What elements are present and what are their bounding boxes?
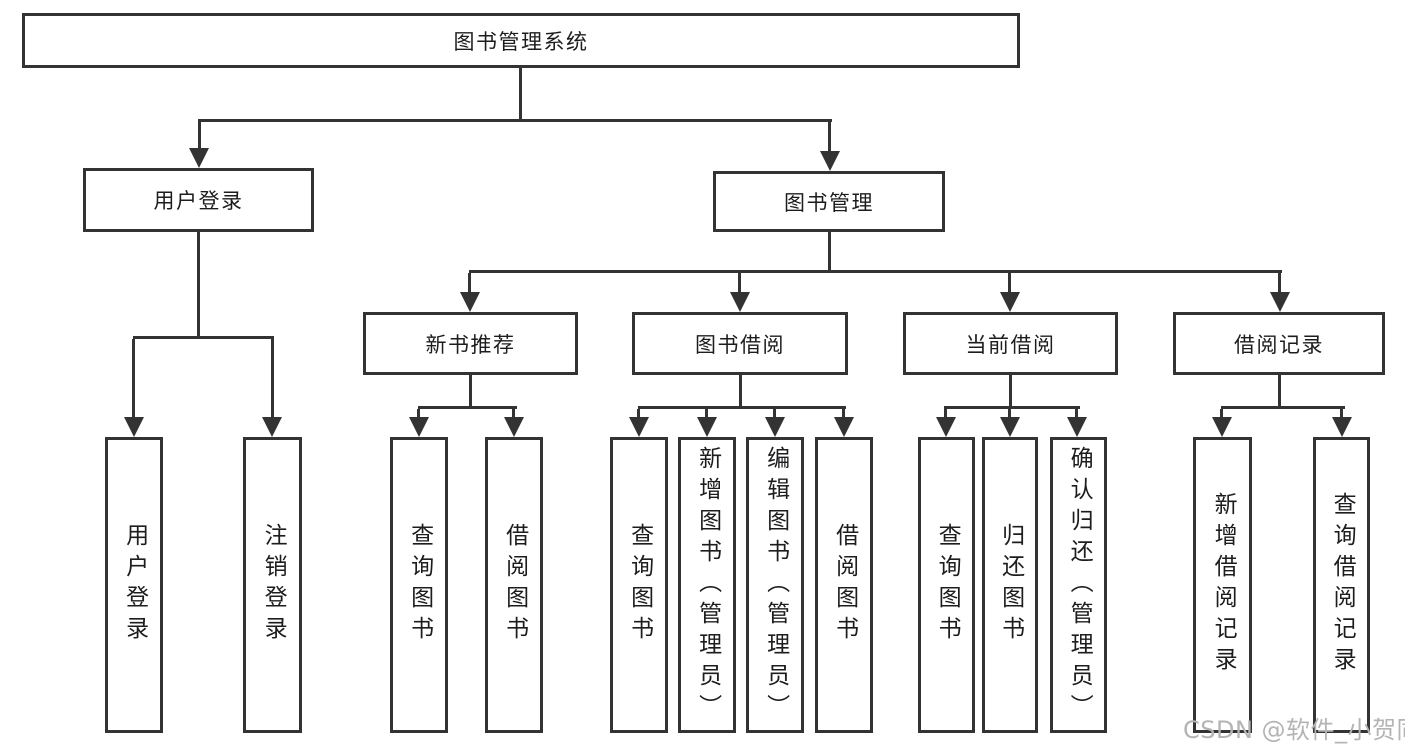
arrow-down-icon [460,292,480,312]
connector-line [1340,409,1343,417]
connector-line [828,232,831,270]
arrow-down-icon [189,148,209,168]
arrow-down-icon [730,292,750,312]
leaf-return-books: 归还图书 [982,437,1038,733]
connector-line [133,336,274,339]
arrow-down-icon [1270,292,1290,312]
connector-line [944,409,947,417]
leaf-add-book-admin: 新增图书（管理员） [678,437,736,733]
connector-line [198,122,201,148]
connector-line [519,68,522,119]
connector-line [1008,273,1011,292]
connector-line [842,409,845,417]
connector-line [417,409,420,417]
connector-line [739,375,742,408]
arrow-down-icon [504,417,524,437]
connector-line [944,406,1080,409]
arrow-down-icon [262,417,282,437]
connector-line [637,409,640,417]
connector-line [1220,409,1223,417]
arrow-down-icon [1212,417,1232,437]
connector-line [418,406,517,409]
node-user-login: 用户登录 [83,168,314,232]
node-new-book-recommend: 新书推荐 [363,312,578,375]
connector-line [1278,273,1281,292]
leaf-query-borrow-record: 查询借阅记录 [1313,437,1370,733]
leaf-query-books: 查询图书 [610,437,668,733]
connector-line [738,273,741,292]
connector-line [198,119,832,122]
connector-line [773,409,776,417]
leaf-query-books: 查询图书 [390,437,448,733]
connector-line [132,339,135,417]
leaf-borrow-books: 借阅图书 [815,437,873,733]
leaf-edit-book-admin: 编辑图书（管理员） [746,437,804,733]
connector-line [1278,375,1281,408]
connector-line [705,409,708,417]
arrow-down-icon [409,417,429,437]
arrow-down-icon [765,417,785,437]
arrow-down-icon [697,417,717,437]
node-book-management: 图书管理 [713,171,945,232]
connector-line [512,409,515,417]
leaf-add-borrow-record: 新增借阅记录 [1193,437,1252,733]
arrow-down-icon [834,417,854,437]
arrow-down-icon [1067,417,1087,437]
connector-line [469,270,1282,273]
arrow-down-icon [1000,292,1020,312]
node-borrowing-records: 借阅记录 [1173,312,1385,375]
arrow-down-icon [1332,417,1352,437]
connector-line [638,406,846,409]
connector-line [1221,406,1345,409]
connector-line [1075,409,1078,417]
leaf-query-books: 查询图书 [918,437,975,733]
node-book-borrowing: 图书借阅 [632,312,848,375]
connector-line [271,339,274,417]
connector-line [197,232,200,336]
connector-line [469,375,472,408]
arrow-down-icon [1000,417,1020,437]
arrow-down-icon [820,151,840,171]
leaf-borrow-books: 借阅图书 [485,437,543,733]
node-current-borrowing: 当前借阅 [903,312,1118,375]
connector-line [468,273,471,292]
watermark: CSDN @软件_小贺同学 [1183,716,1405,744]
leaf-logout: 注销登录 [243,437,302,733]
leaf-confirm-return-admin: 确认归还（管理员） [1050,437,1107,733]
connector-line [828,122,831,151]
connector-line [1009,375,1012,408]
arrow-down-icon [936,417,956,437]
arrow-down-icon [629,417,649,437]
leaf-user-login: 用户登录 [105,437,163,733]
arrow-down-icon [124,417,144,437]
node-library-management-system: 图书管理系统 [22,13,1020,68]
connector-line [1008,409,1011,417]
